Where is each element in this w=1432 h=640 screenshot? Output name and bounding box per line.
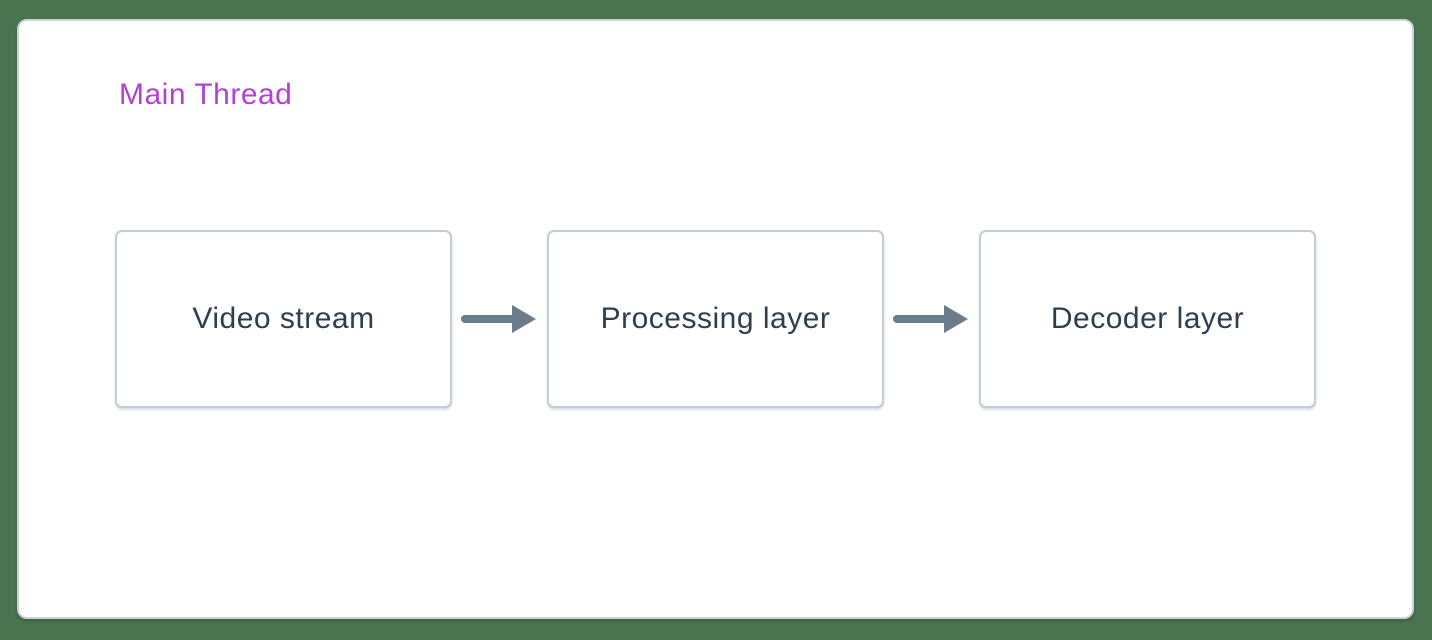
flow-row: Video stream Processing layer Decoder la… [115,230,1316,408]
node-video-stream: Video stream [115,230,452,408]
node-label: Decoder layer [1050,302,1245,335]
diagram-title: Main Thread [119,78,293,111]
node-decoder-layer: Decoder layer [979,230,1316,408]
main-thread-card: Main Thread Video stream Processing laye… [17,19,1414,619]
node-label: Video stream [192,302,375,335]
node-processing-layer: Processing layer [547,230,884,408]
arrow-right-icon [452,299,547,339]
node-label: Processing layer [600,302,831,335]
arrow-right-icon [884,299,979,339]
